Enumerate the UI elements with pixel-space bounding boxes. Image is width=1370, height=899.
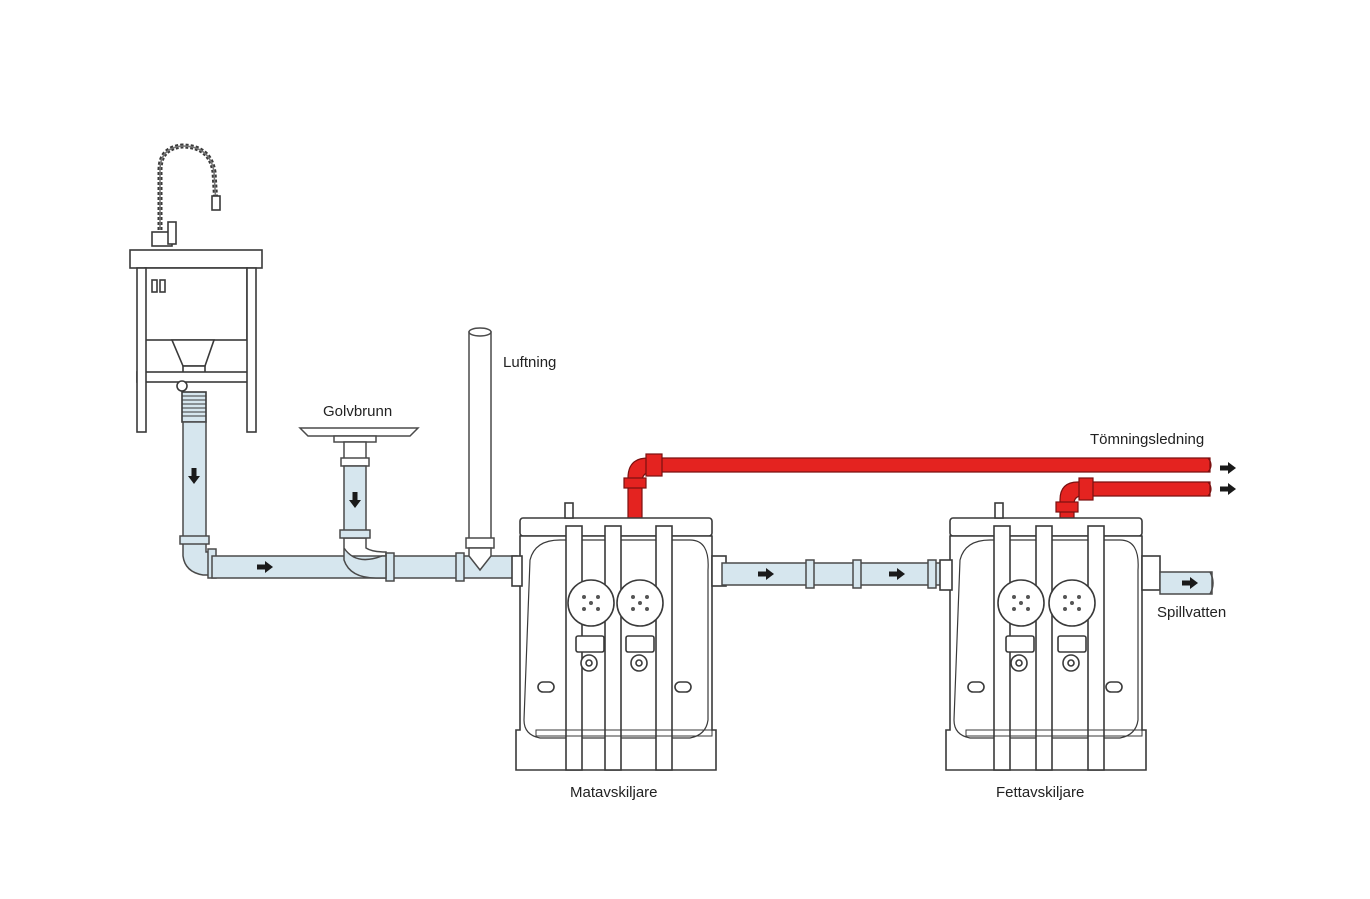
label-emptying-line: Tömningsledning <box>1090 431 1204 448</box>
faucet-icon <box>151 143 221 247</box>
label-floor-drain: Golvbrunn <box>323 403 392 420</box>
emptying-line <box>623 453 1211 533</box>
label-vent: Luftning <box>503 354 556 371</box>
flow-arrow-icon <box>1220 483 1236 495</box>
emptying-line-end <box>1207 457 1212 497</box>
label-waste-water: Spillvatten <box>1157 604 1226 621</box>
sink <box>129 143 263 433</box>
food-separator-tank <box>511 502 727 771</box>
label-grease-separator: Fettavskiljare <box>996 784 1084 801</box>
label-food-separator: Matavskiljare <box>570 784 658 801</box>
flow-arrow-icon <box>1220 462 1236 474</box>
inlet-pipe <box>179 327 518 582</box>
connecting-pipe <box>721 559 945 589</box>
grease-separator-tank <box>939 502 1161 771</box>
vent-pipe <box>465 327 495 572</box>
